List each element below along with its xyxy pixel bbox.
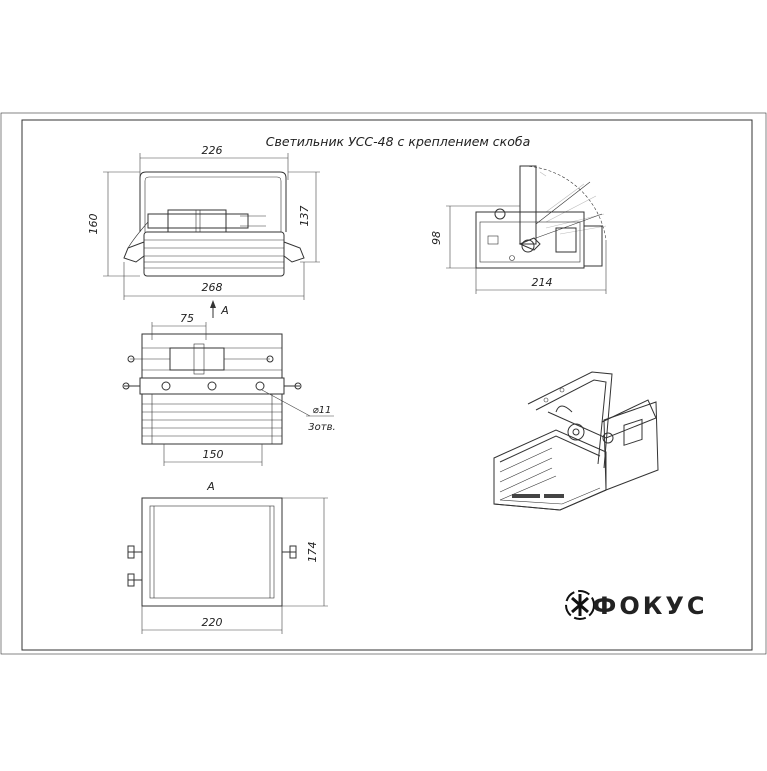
side-view: 98 214	[430, 165, 607, 294]
dim-top-75: 75	[180, 312, 194, 325]
dim-bottom-174: 174	[306, 542, 319, 563]
dim-front-160: 160	[87, 214, 100, 235]
drawing-title: Светильник УСС-48 с креплением скоба	[266, 134, 531, 149]
dim-side-214: 214	[532, 276, 553, 289]
dim-front-226: 226	[202, 144, 223, 157]
dim-bottom-220: 220	[202, 616, 223, 629]
dim-top-150: 150	[203, 448, 224, 461]
inner-frame	[21, 119, 753, 651]
logo-emblem-icon	[565, 590, 595, 620]
top-view: A 75 ⌀	[122, 300, 336, 466]
hole-count-label: 3отв.	[308, 422, 335, 433]
focus-logo: ФОКУС	[565, 590, 708, 620]
dim-side-98: 98	[430, 231, 443, 245]
logo-text: ФОКУС	[593, 592, 708, 620]
front-view: 226 160 137 268	[87, 144, 320, 300]
section-label-bottom: A	[206, 480, 215, 493]
section-label-top: A	[220, 304, 229, 317]
bottom-view: A 174 220	[127, 480, 328, 634]
dim-front-268: 268	[202, 281, 223, 294]
outer-frame	[0, 112, 767, 655]
isometric-view	[493, 371, 659, 511]
hole-diameter-label: ⌀11	[313, 405, 332, 416]
dim-front-137: 137	[298, 206, 311, 227]
